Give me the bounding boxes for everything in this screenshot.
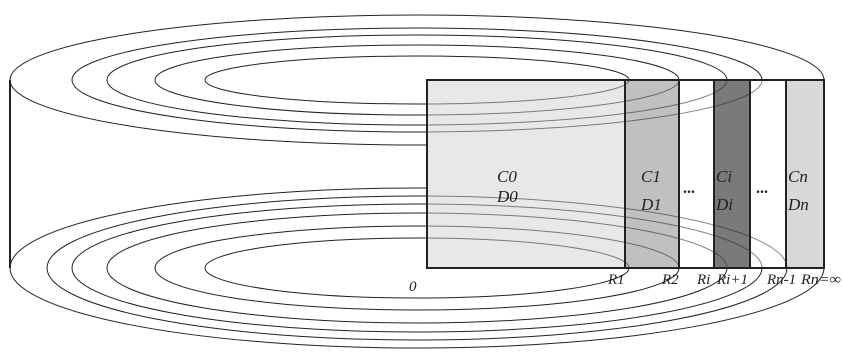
- region-gap-1: [678, 79, 715, 269]
- region-0-d-label: D0: [496, 187, 518, 206]
- overlay-ring-bot-4: [426, 203, 763, 269]
- region-i-c-label: Ci: [716, 167, 732, 186]
- ellipsis-1: ...: [683, 180, 695, 197]
- radius-label-n-minus-1: Rn-1: [766, 272, 796, 288]
- ellipsis-2: ...: [756, 180, 768, 197]
- radius-label-i-plus-1: Ri+1: [716, 272, 748, 288]
- overlay-ring-top-2: [426, 79, 680, 116]
- overlay-ring-top-3: [426, 79, 728, 126]
- overlay-ring-top: [426, 79, 630, 105]
- region-i-d-label: Di: [715, 195, 733, 214]
- overlay-ring-bot-1: [426, 237, 630, 269]
- radius-label-n: Rn=∞: [800, 272, 841, 288]
- region-gap-2: [749, 79, 787, 269]
- region-n-c-label: Cn: [788, 167, 808, 186]
- region-0-c-label: C0: [497, 167, 517, 186]
- origin-label: 0: [409, 279, 417, 295]
- region-0-fill: [426, 79, 626, 269]
- overlay-rings: [426, 79, 788, 269]
- region-1-d-label: D1: [640, 195, 662, 214]
- radius-label-i: Ri: [696, 272, 710, 288]
- region-n-d-label: Dn: [787, 195, 809, 214]
- region-1-c-label: C1: [641, 167, 661, 186]
- overlay-ring-bot-2: [426, 225, 680, 269]
- overlay-ring-top-4: [426, 79, 763, 133]
- overlay-ring-bot-5: [426, 195, 788, 269]
- radius-label-1: R1: [607, 272, 625, 288]
- radius-label-2: R2: [661, 272, 679, 288]
- overlay-ring-bot-3: [426, 212, 728, 269]
- region-i-fill: [713, 79, 751, 269]
